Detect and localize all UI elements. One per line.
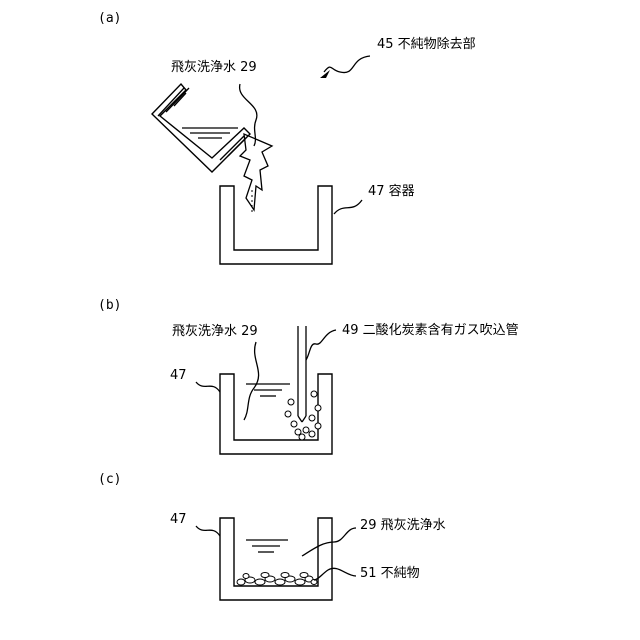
container-b — [220, 374, 332, 454]
water-label-c: 29 飛灰洗浄水 — [360, 518, 446, 534]
gas-pipe — [298, 326, 306, 422]
pipe-label: 49 二酸化炭素含有ガス吹込管 — [342, 323, 519, 339]
leader-container-c — [196, 526, 220, 536]
leader-container-a — [334, 200, 362, 214]
pouring-stream — [240, 134, 272, 210]
panel-b-label: (b) — [98, 298, 121, 314]
water-label-a: 飛灰洗浄水 29 — [171, 60, 257, 76]
removal-part-label: 45 不純物除去部 — [377, 37, 476, 53]
leader-water-b — [244, 342, 259, 420]
panel-a-label: (a) — [98, 11, 121, 27]
panel-c-label: (c) — [98, 472, 121, 488]
gas-bubbles — [285, 391, 321, 440]
container-a — [220, 186, 332, 264]
container-c — [220, 518, 332, 600]
water-label-b: 飛灰洗浄水 29 — [172, 324, 258, 340]
container-label-c: 47 — [170, 512, 187, 528]
impurity-sediment — [237, 573, 317, 586]
water-surface-c — [246, 540, 288, 552]
leader-container-b — [196, 382, 220, 392]
leader-removal — [324, 56, 370, 73]
leader-pipe — [306, 330, 336, 360]
impurity-label: 51 不純物 — [360, 566, 420, 582]
container-label-b: 47 — [170, 368, 187, 384]
panel-c — [196, 518, 356, 600]
panel-b — [196, 326, 336, 454]
container-label-a: 47 容器 — [368, 184, 415, 200]
panel-a — [152, 56, 370, 264]
vessel-water-surface — [182, 128, 238, 138]
